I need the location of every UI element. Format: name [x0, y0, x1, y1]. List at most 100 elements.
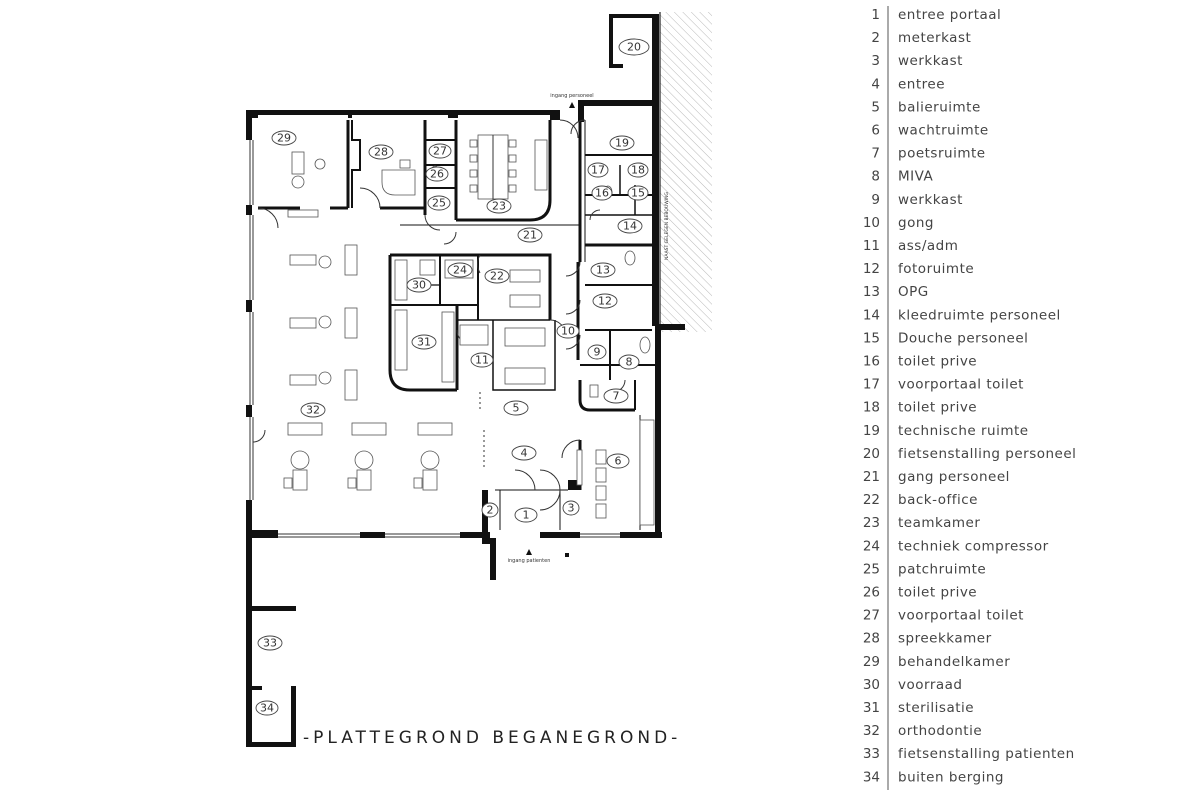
doors — [252, 119, 626, 511]
room-tag-29: 29 — [271, 130, 297, 146]
svg-text:31: 31 — [417, 336, 431, 349]
legend-number: 30 — [863, 677, 880, 693]
legend-label: spreekkamer — [898, 631, 992, 647]
legend-number: 31 — [863, 700, 880, 716]
legend-number: 13 — [863, 284, 880, 300]
entrance-patients: ingang patienten — [508, 549, 569, 564]
room-tag-13: 13 — [590, 262, 616, 278]
room-tag-14: 14 — [617, 218, 643, 234]
svg-text:17: 17 — [591, 164, 605, 177]
legend-number: 21 — [863, 469, 880, 485]
legend-number: 9 — [871, 192, 880, 208]
legend-number: 34 — [863, 769, 880, 785]
legend-label: toilet prive — [898, 585, 977, 601]
legend-label: werkkast — [898, 192, 963, 208]
legend-number: 24 — [863, 538, 880, 554]
legend-number: 23 — [863, 515, 880, 531]
road-note: NAAST GELEGEN BEBOUWING — [664, 192, 670, 260]
legend-label: voorportaal toilet — [898, 377, 1024, 393]
room-tag-18: 18 — [627, 162, 649, 178]
room-tag-22: 22 — [484, 268, 510, 284]
legend-label: techniek compressor — [898, 538, 1049, 554]
furniture — [283, 134, 655, 526]
legend-label: balieruimte — [898, 99, 981, 115]
neighbouring-building: NAAST GELEGEN BEBOUWING — [659, 12, 712, 332]
outer-walls — [246, 14, 685, 747]
storage-racks — [394, 259, 474, 383]
legend-label: behandelkamer — [898, 654, 1010, 670]
dental-chair-row-1 — [289, 244, 358, 276]
legend-label: meterkast — [898, 30, 971, 46]
legend-number: 18 — [863, 400, 880, 416]
room-numbers: 1 2 3 4 5 6 7 8 9 10 11 12 13 14 15 16 1… — [255, 38, 650, 716]
legend-label: MIVA — [898, 169, 934, 185]
legend-label: buiten berging — [898, 769, 1004, 785]
legend-label: gang personeel — [898, 469, 1010, 485]
legend-label: teamkamer — [898, 515, 980, 531]
svg-text:11: 11 — [475, 354, 489, 367]
dental-chair-row-2 — [289, 307, 358, 339]
room-tag-11: 11 — [470, 352, 494, 368]
room-tag-31: 31 — [411, 334, 437, 350]
legend-label: fietsenstalling patienten — [898, 746, 1075, 762]
svg-text:1: 1 — [523, 509, 530, 522]
legend-label: Douche personeel — [898, 330, 1028, 346]
legend-label: poetsruimte — [898, 146, 986, 162]
room-tag-32: 32 — [300, 402, 326, 418]
svg-text:16: 16 — [595, 187, 609, 200]
svg-text:3: 3 — [568, 502, 575, 515]
svg-text:32: 32 — [306, 404, 320, 417]
legend-number: 33 — [863, 746, 880, 762]
room-tag-28: 28 — [368, 144, 394, 160]
legend-number: 3 — [871, 53, 880, 69]
legend-number: 10 — [863, 215, 880, 231]
svg-text:28: 28 — [374, 146, 388, 159]
svg-text:4: 4 — [521, 447, 528, 460]
legend-number: 2 — [871, 30, 880, 46]
legend-number: 25 — [863, 561, 880, 577]
legend-label: toilet prive — [898, 400, 977, 416]
legend-label: toilet prive — [898, 354, 977, 370]
room-tag-7: 7 — [603, 388, 629, 404]
room-tag-2: 2 — [481, 502, 499, 518]
drawing-title: -PLATTEGROND BEGANEGROND- — [303, 728, 681, 748]
legend-label: voorraad — [898, 677, 963, 693]
svg-text:29: 29 — [277, 132, 291, 145]
svg-text:15: 15 — [631, 187, 645, 200]
office-desks — [459, 269, 546, 385]
legend-number: 28 — [863, 631, 880, 647]
legend-number: 5 — [871, 99, 880, 115]
room-tag-20: 20 — [618, 38, 650, 56]
sanitary-fixtures — [430, 162, 651, 398]
entrance-staff: ingang personeel — [550, 93, 594, 108]
legend-label: entree portaal — [898, 7, 1001, 23]
meeting-table — [469, 134, 548, 200]
room-tag-17: 17 — [587, 162, 609, 178]
svg-text:20: 20 — [627, 41, 641, 54]
dental-chair-29 — [287, 151, 326, 218]
room-tag-15: 15 — [627, 185, 649, 201]
legend-label: ass/adm — [898, 238, 958, 254]
svg-text:24: 24 — [453, 264, 467, 277]
room-tag-24: 24 — [447, 262, 473, 278]
svg-text:5: 5 — [513, 402, 520, 415]
legend-number: 1 — [871, 7, 880, 23]
legend-label: fietsenstalling personeel — [898, 446, 1076, 462]
svg-text:13: 13 — [596, 264, 610, 277]
room-tag-6: 6 — [606, 453, 630, 469]
legend-number: 7 — [871, 146, 880, 162]
svg-text:34: 34 — [260, 702, 274, 715]
svg-text:33: 33 — [263, 637, 277, 650]
reception-counter — [479, 392, 583, 486]
room-tag-5: 5 — [503, 400, 529, 416]
room-tag-8: 8 — [618, 354, 640, 370]
svg-text:10: 10 — [561, 325, 575, 338]
legend-number: 14 — [863, 307, 880, 323]
legend-number: 12 — [863, 261, 880, 277]
legend-number: 8 — [871, 169, 880, 185]
legend-label: OPG — [898, 284, 929, 300]
svg-text:30: 30 — [412, 279, 426, 292]
legend-number: 11 — [863, 238, 880, 254]
room-tag-19: 19 — [609, 135, 635, 151]
